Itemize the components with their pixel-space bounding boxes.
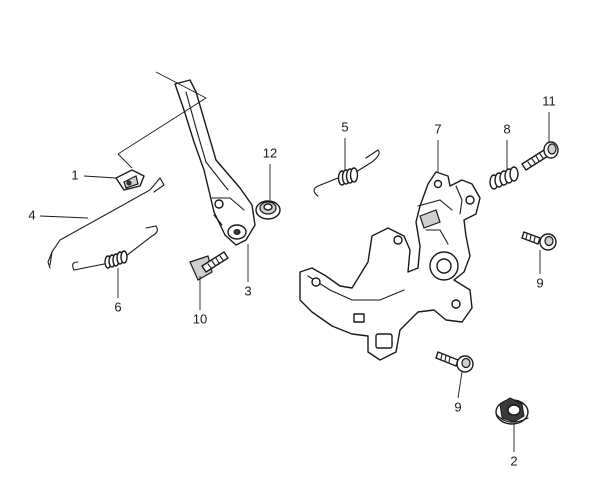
callout-6: 6 bbox=[114, 299, 121, 314]
callout-2: 2 bbox=[510, 453, 517, 468]
callout-7: 7 bbox=[434, 121, 441, 136]
part-9-bolt-lower bbox=[435, 351, 474, 373]
callout-10: 10 bbox=[193, 311, 207, 326]
part-9-bolt-upper bbox=[521, 231, 557, 251]
callout-1: 1 bbox=[71, 167, 78, 182]
part-6-spring bbox=[72, 225, 158, 271]
callout-3: 3 bbox=[244, 283, 251, 298]
part-2-grommet bbox=[495, 397, 529, 425]
callout-9-upper: 9 bbox=[536, 275, 543, 290]
part-1-clip bbox=[115, 169, 145, 191]
callout-9-lower: 9 bbox=[454, 399, 461, 414]
part-3-control-lever bbox=[174, 79, 256, 246]
callout-4: 4 bbox=[28, 207, 35, 222]
part-7-control-bracket bbox=[299, 171, 481, 361]
callout-5: 5 bbox=[341, 119, 348, 134]
part-12-bushing bbox=[255, 200, 281, 220]
part-11-screw bbox=[521, 141, 559, 171]
part-4-throttle-rod bbox=[47, 177, 165, 269]
callout-12: 12 bbox=[263, 145, 277, 160]
callout-11: 11 bbox=[542, 93, 556, 108]
callout-8: 8 bbox=[503, 121, 510, 136]
part-8-spring bbox=[489, 166, 519, 190]
leader-lines bbox=[39, 71, 550, 452]
part-5-spring bbox=[313, 149, 380, 197]
part-10-t-bolt bbox=[189, 251, 229, 281]
